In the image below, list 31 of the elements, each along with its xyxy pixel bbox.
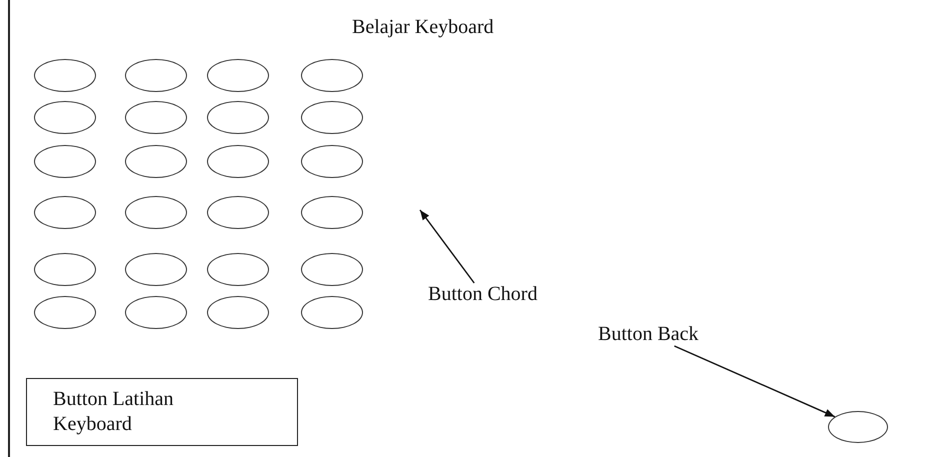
- chord-button: [207, 253, 269, 286]
- chord-button: [34, 296, 96, 329]
- chord-button: [301, 253, 363, 286]
- chord-button: [207, 296, 269, 329]
- chord-button: [125, 196, 187, 229]
- chord-button: [207, 59, 269, 92]
- button-label: Button Back: [598, 323, 699, 346]
- chord-button: [125, 253, 187, 286]
- chord-button: [34, 196, 96, 229]
- chord-button: [125, 145, 187, 178]
- leader-arrow: [419, 210, 475, 284]
- back-button: [828, 411, 888, 443]
- chord-button: [125, 101, 187, 134]
- chord-button: [301, 59, 363, 92]
- chord-button: [301, 296, 363, 329]
- chord-button: [34, 101, 96, 134]
- chord-button: [125, 59, 187, 92]
- chord-button: [34, 59, 96, 92]
- chord-button: [301, 101, 363, 134]
- chord-button: [34, 145, 96, 178]
- chord-button: [207, 196, 269, 229]
- chord-button: [207, 101, 269, 134]
- leader-arrow: [674, 345, 836, 418]
- chord-button: [207, 145, 269, 178]
- practice-button: Button Latihan Keyboard: [26, 378, 298, 446]
- screen-title: Belajar Keyboard: [352, 16, 494, 39]
- button-label: Button Chord: [428, 283, 538, 306]
- chord-button: [125, 296, 187, 329]
- chord-button: [34, 253, 96, 286]
- chord-button: [301, 196, 363, 229]
- chord-button: [301, 145, 363, 178]
